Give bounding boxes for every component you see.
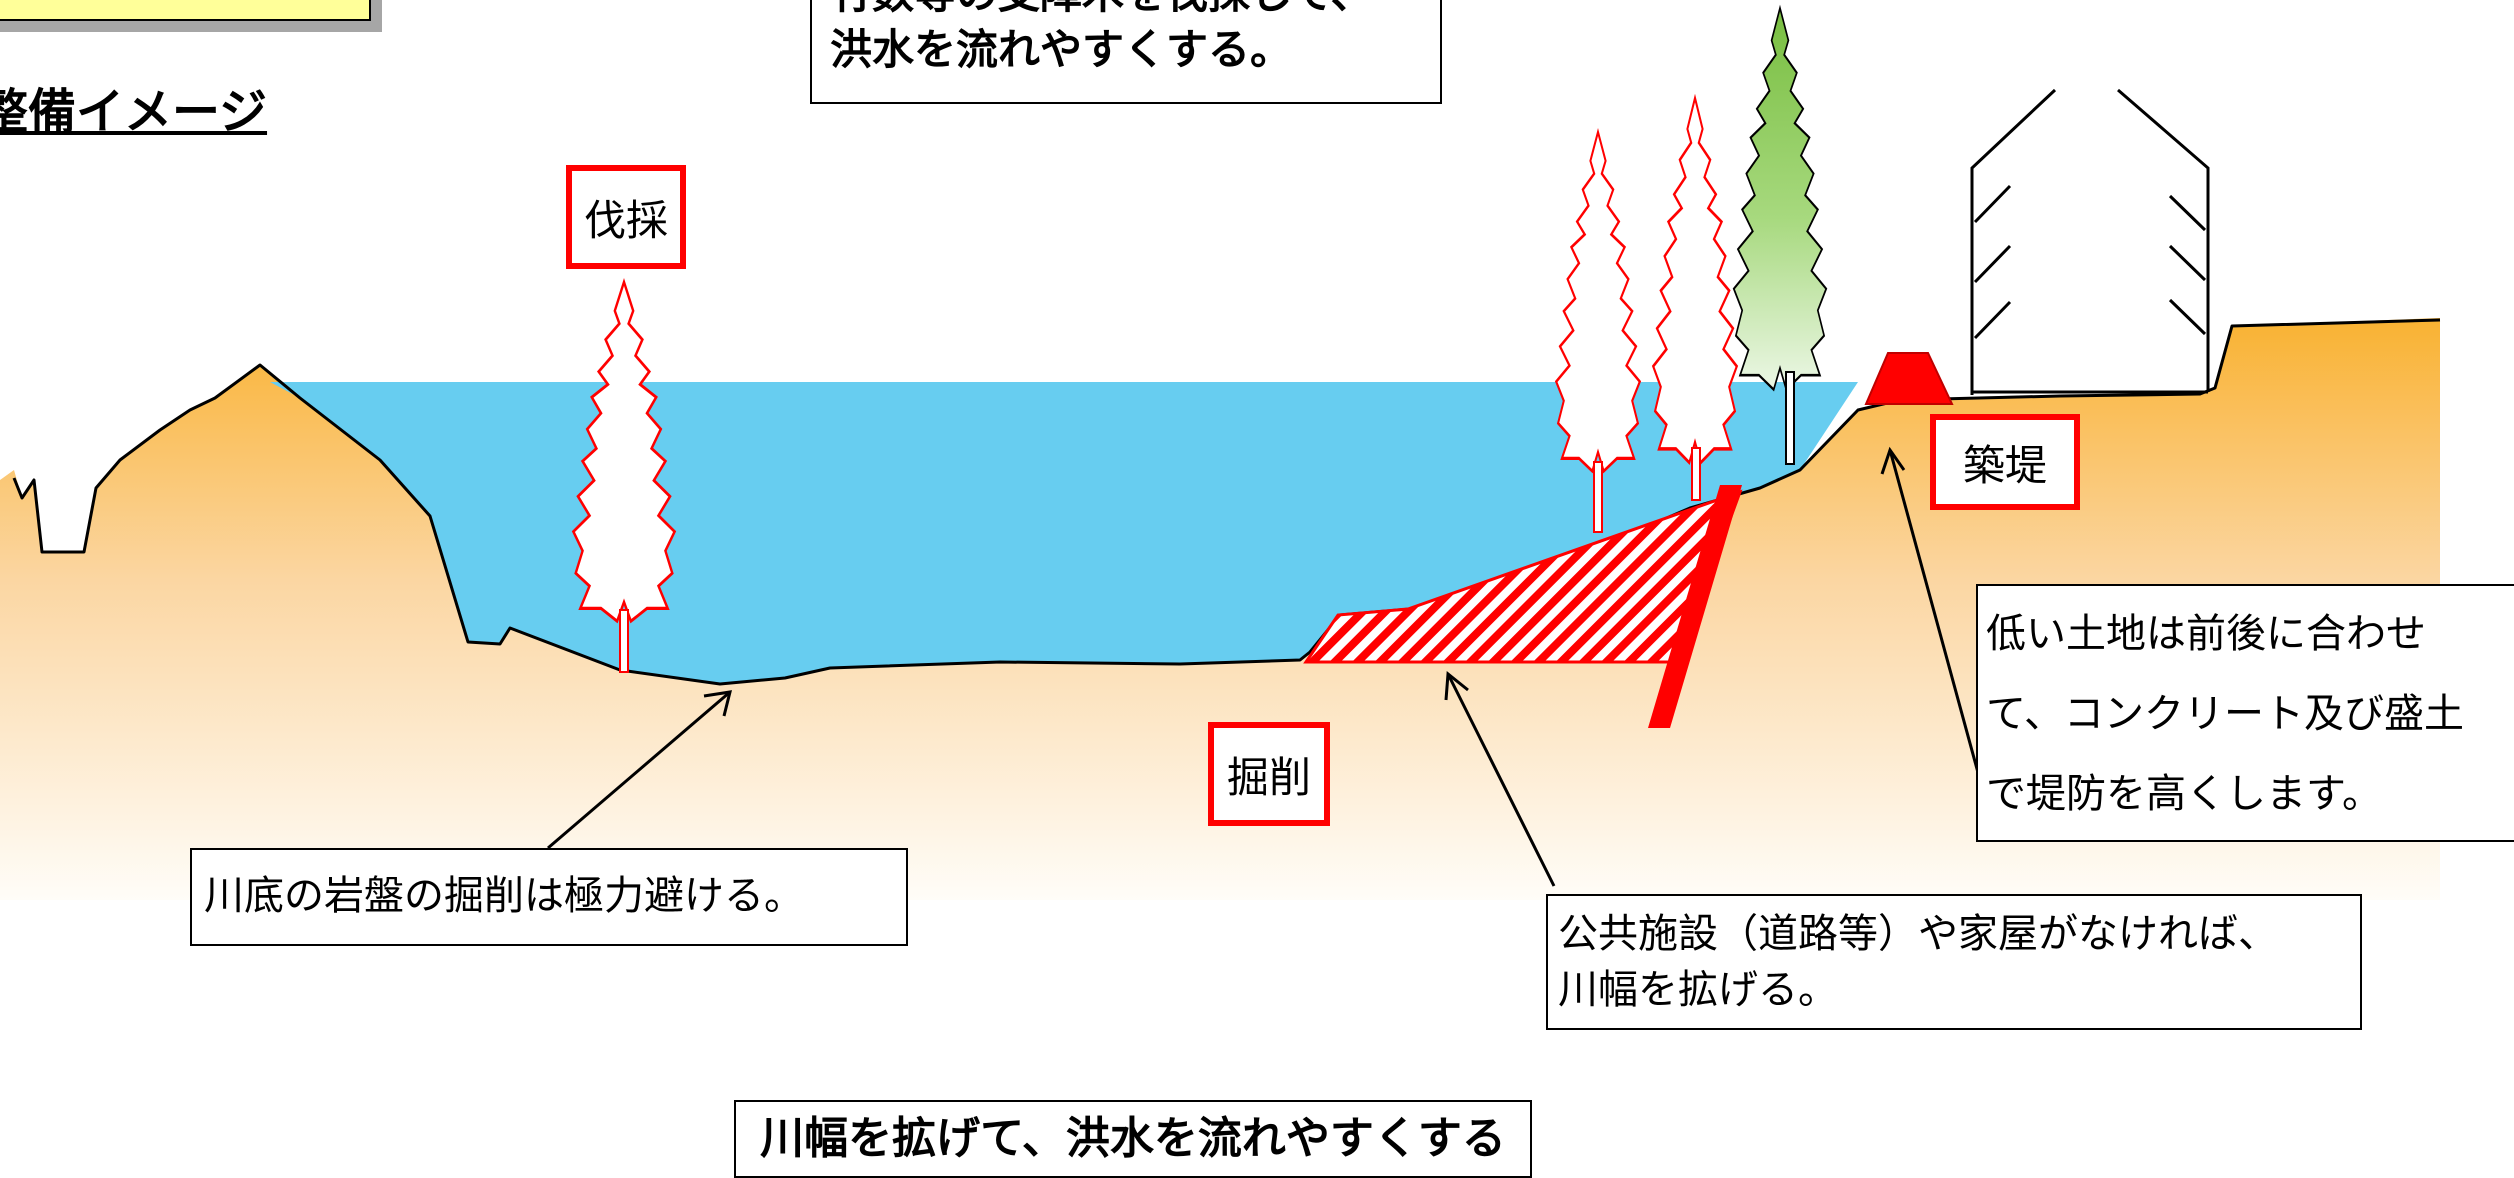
levee-note-line3: で堤防を高くします。 [1986,771,2382,817]
tree-trunk [619,609,629,673]
levee-embankment [1864,352,1954,405]
riverbed-note: 川底の岩盤の掘削は極力避ける。 [190,848,908,946]
revetment-wall [1648,485,1742,728]
page-title: 整備イメージ [0,84,268,140]
label-embankment: 築堤 [1930,414,2080,510]
label-cutting: 伐採 [566,165,686,269]
river-widening-note-line1: 公共施設（道路等）や家屋がなければ、 [1558,911,2278,957]
house [1970,88,2210,395]
levee-note-line2: て、コンクリート及び盛土 [1986,691,2464,737]
tree-to-cut [1651,96,1739,465]
river-widening-note: 公共施設（道路等）や家屋がなければ、 川幅を拡げる。 [1546,894,2362,1030]
arrow-to-embankment [1880,446,1982,781]
excavation-area [1303,489,1743,664]
arrow-to-riverbed [547,690,733,850]
levee-note: 低い土地は前後に合わせ て、コンクリート及び盛土 で堤防を高くします。 [1976,584,2514,842]
tree-trunk [1691,447,1701,501]
tree-kept [1732,6,1828,391]
tree-trunk [1785,371,1795,465]
summary-caption: 川幅を拡げて、洪水を流れやすくする [734,1100,1532,1178]
arrow-to-excavation [1444,671,1556,887]
ground-surface-line [12,318,2441,686]
label-excavation: 掘削 [1208,722,1330,826]
tree-cutting-note-line1: 竹数等の支障木を伐採して、 [830,0,1440,22]
tree-cutting-note: 竹数等の支障木を伐採して、 洪水を流れやすくする。 [810,0,1442,104]
ground [0,318,2440,900]
tree-cutting-note-line2: 洪水を流れやすくする。 [830,25,1293,74]
tree-to-cut [1554,130,1642,473]
legend-box [0,0,371,21]
tree-trunk [1593,461,1603,533]
levee-note-line1: 低い土地は前後に合わせ [1986,611,2426,657]
river-widening-note-line2: 川幅を拡げる。 [1558,967,1838,1013]
